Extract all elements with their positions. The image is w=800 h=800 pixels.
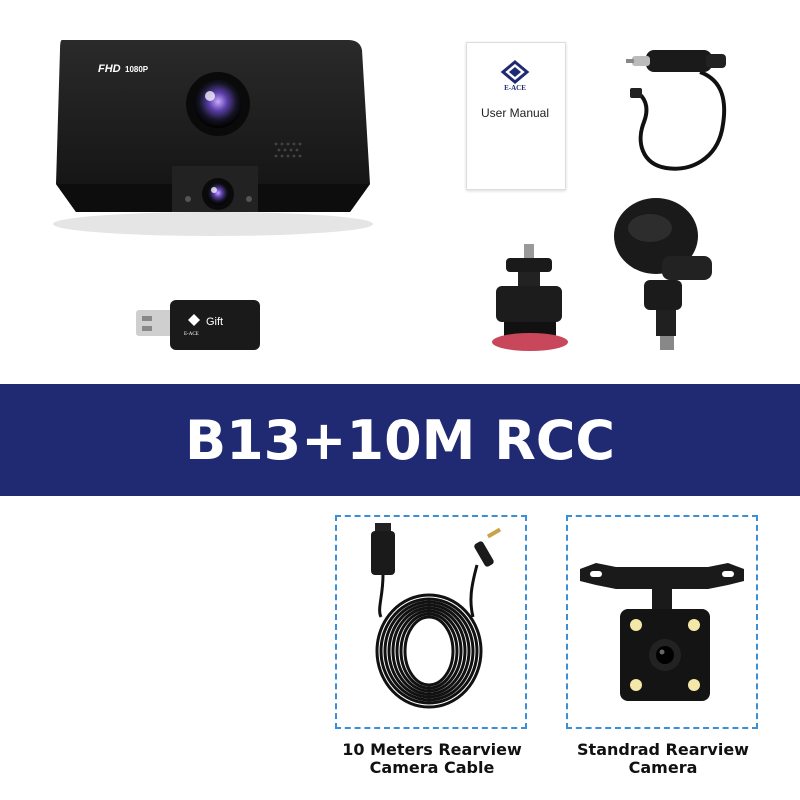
resolution-label: 1080P [125, 65, 149, 74]
eace-logo-icon [500, 60, 530, 89]
banner-title: B13+10M RCC [184, 408, 616, 472]
card-reader-brand: E-ACE [184, 332, 199, 337]
camera-caption-line1: Standrad Rearview [577, 740, 749, 759]
camera-cable-image [371, 523, 502, 709]
user-manual-booklet [466, 42, 566, 190]
cable-caption-line1: 10 Meters Rearview [342, 740, 522, 759]
manual-label: User Manual [480, 106, 550, 120]
title-banner [0, 384, 800, 496]
camera-caption: Standrad Rearview Camera [548, 741, 778, 777]
rear-camera-image [580, 563, 744, 701]
cable-caption-line2: Camera Cable [369, 758, 495, 777]
camera-caption-line2: Camera [628, 758, 698, 777]
card-reader-label: Gift [206, 316, 224, 328]
rear-camera-panel [566, 515, 758, 729]
fhd-label: FHD [98, 63, 121, 75]
cable-caption: 10 Meters Rearview Camera Cable [316, 741, 548, 777]
cable-panel [335, 515, 527, 729]
manual-brand: E-ACE [504, 84, 526, 92]
